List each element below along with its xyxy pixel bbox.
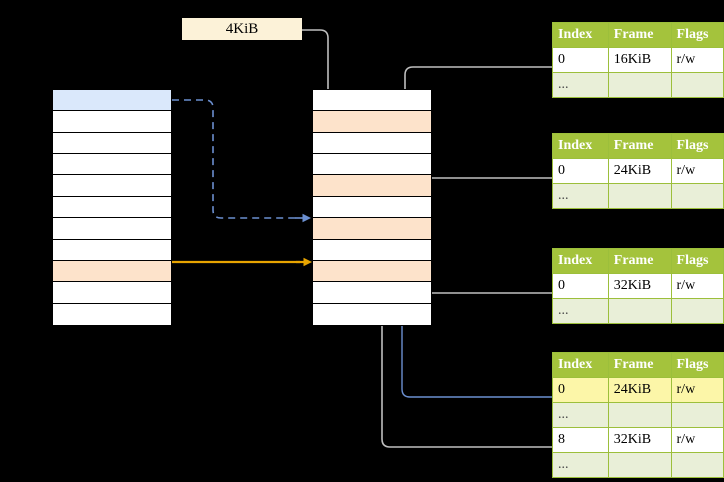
cell-frame-r1: 24KiB bbox=[607, 158, 672, 184]
cell-flags-r1: r/w bbox=[670, 273, 724, 299]
physical-frame-row-11 bbox=[313, 303, 431, 325]
size-label-4kib: 4KiB bbox=[182, 18, 302, 40]
cell-index-r2: ... bbox=[552, 72, 609, 98]
cell-frame-r2 bbox=[607, 298, 672, 324]
virtual-page-row-6 bbox=[53, 196, 171, 219]
column-header-frame: Frame bbox=[607, 22, 672, 48]
column-header-index: Index bbox=[552, 352, 609, 378]
cell-flags-r1: r/w bbox=[670, 158, 724, 184]
virtual-page-row-7 bbox=[53, 218, 171, 240]
column-header-frame: Frame bbox=[607, 352, 672, 378]
cell-index-r1: 0 bbox=[552, 273, 609, 299]
cell-index-r4: ... bbox=[552, 452, 609, 478]
cell-flags-r2 bbox=[670, 298, 724, 324]
column-header-flags: Flags bbox=[670, 22, 724, 48]
column-header-flags: Flags bbox=[670, 133, 724, 159]
physical-frame-row-5 bbox=[313, 175, 431, 197]
column-header-flags: Flags bbox=[670, 248, 724, 274]
table-ellipsis-row[interactable]: ... bbox=[552, 452, 724, 478]
physical-frame-row-9 bbox=[313, 260, 431, 283]
cell-index-r2: ... bbox=[552, 183, 609, 209]
cell-flags-r4 bbox=[670, 452, 724, 478]
cell-frame-r1: 32KiB bbox=[607, 273, 672, 299]
table-ellipsis-row[interactable]: ... bbox=[552, 183, 724, 209]
physical-frame-row-3 bbox=[313, 132, 431, 155]
physical-frame-row-2 bbox=[313, 111, 431, 133]
cell-index-r1: 0 bbox=[552, 158, 609, 184]
cell-frame-r2 bbox=[607, 183, 672, 209]
column-header-index: Index bbox=[552, 22, 609, 48]
wire-table3-to-frame bbox=[418, 258, 552, 294]
cell-flags-r1: r/w bbox=[670, 377, 724, 403]
cell-index-r1: 0 bbox=[552, 377, 609, 403]
virtual-page-row-9 bbox=[53, 260, 171, 283]
cell-index-r2: ... bbox=[552, 402, 609, 428]
cell-frame-r2 bbox=[607, 72, 672, 98]
wire-table2-to-frame bbox=[418, 177, 552, 217]
cell-frame-r2 bbox=[607, 402, 672, 428]
cell-frame-r4 bbox=[607, 452, 672, 478]
table-ellipsis-row[interactable]: ... bbox=[552, 72, 724, 98]
physical-frame-row-7 bbox=[313, 218, 431, 240]
physical-frame-row-10 bbox=[313, 282, 431, 304]
column-header-frame: Frame bbox=[607, 248, 672, 274]
virtual-page-row-4 bbox=[53, 154, 171, 176]
virtual-page-row-3 bbox=[53, 132, 171, 155]
virtual-page-row-8 bbox=[53, 239, 171, 261]
column-header-index: Index bbox=[552, 248, 609, 274]
column-header-flags: Flags bbox=[670, 352, 724, 378]
virtual-page-row-5 bbox=[53, 175, 171, 197]
cell-frame-r3: 32KiB bbox=[607, 427, 672, 453]
cell-flags-r2 bbox=[670, 402, 724, 428]
physical-frame-row-4 bbox=[313, 154, 431, 176]
cell-frame-r1: 16KiB bbox=[607, 47, 672, 73]
cell-index-r2: ... bbox=[552, 298, 609, 324]
cell-index-r1: 0 bbox=[552, 47, 609, 73]
column-header-frame: Frame bbox=[607, 133, 672, 159]
cell-index-r3: 8 bbox=[552, 427, 609, 453]
virtual-page-row-10 bbox=[53, 282, 171, 304]
virtual-page-row-11 bbox=[53, 303, 171, 325]
cell-flags-r3: r/w bbox=[670, 427, 724, 453]
column-header-index: Index bbox=[552, 133, 609, 159]
wire-virtual-page-mapping bbox=[172, 99, 311, 223]
table-ellipsis-row[interactable]: ... bbox=[552, 298, 724, 324]
virtual-address-space-column bbox=[52, 89, 172, 326]
cell-flags-r1: r/w bbox=[670, 47, 724, 73]
cell-flags-r2 bbox=[670, 183, 724, 209]
cell-flags-r2 bbox=[670, 72, 724, 98]
virtual-page-row-1 bbox=[53, 90, 171, 112]
physical-memory-column bbox=[312, 89, 432, 326]
physical-frame-row-1 bbox=[313, 90, 431, 112]
physical-frame-row-6 bbox=[313, 196, 431, 219]
physical-frame-row-8 bbox=[313, 239, 431, 261]
virtual-page-row-2 bbox=[53, 111, 171, 133]
table-ellipsis-row[interactable]: ... bbox=[552, 402, 724, 428]
cell-frame-r1: 24KiB bbox=[607, 377, 672, 403]
